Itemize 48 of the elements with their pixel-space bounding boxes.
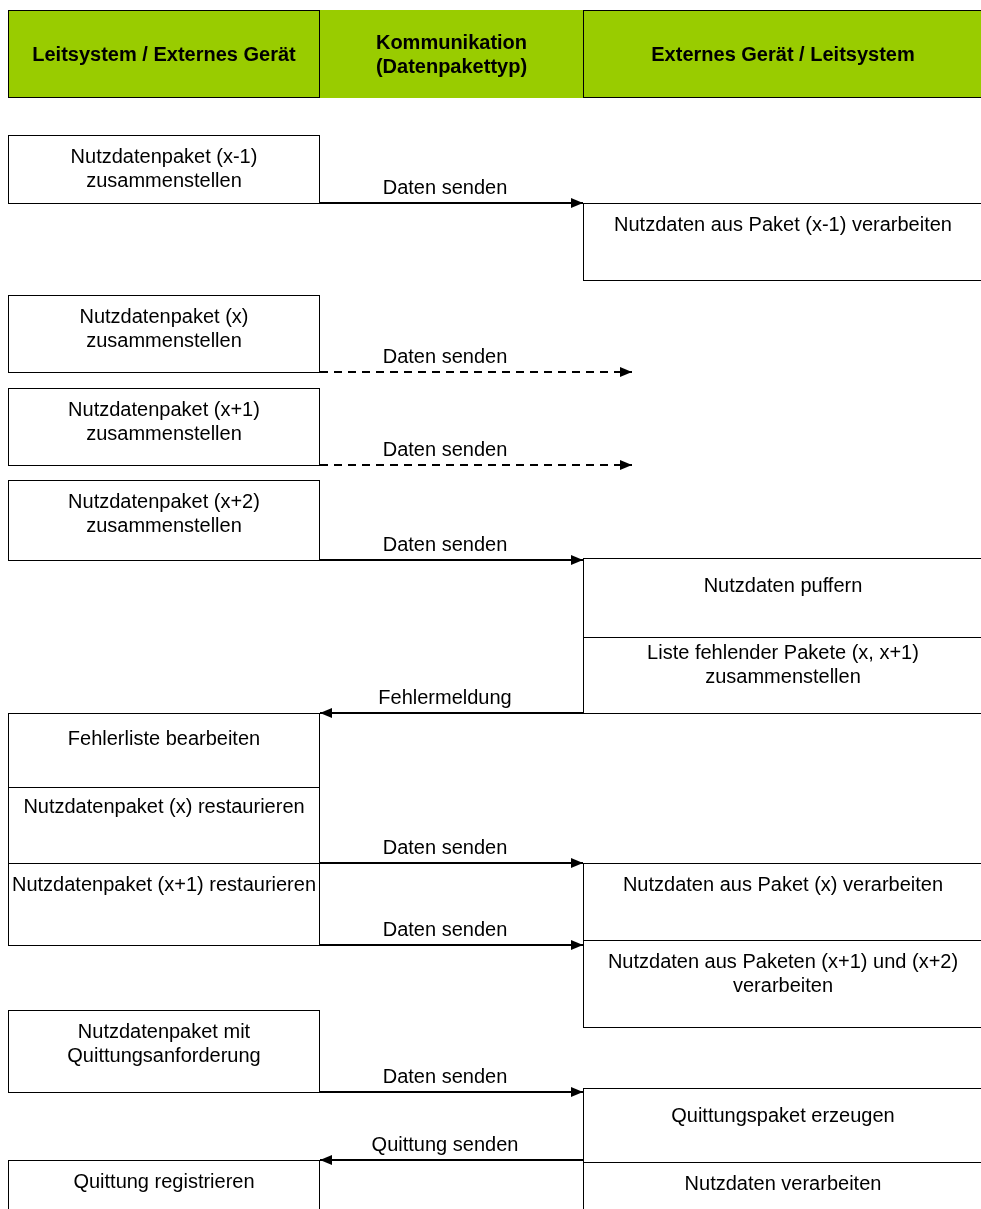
process-box (8, 787, 320, 864)
process-box (583, 558, 981, 638)
box-text: Nutzdatenpaket (x) zusammenstellen (78, 304, 250, 352)
column-header (320, 10, 583, 98)
process-box (8, 480, 320, 561)
process-box (8, 1010, 320, 1093)
box-text: Liste fehlender Pakete (x, x+1) zusammenstellen (646, 640, 920, 688)
edge-label: Fehlermeldung (376, 686, 514, 708)
process-box (8, 388, 320, 466)
box-text: Nutzdaten verarbeiten (684, 1171, 882, 1195)
arrow (319, 1087, 584, 1097)
arrow (319, 1155, 584, 1165)
box-text: Nutzdatenpaket (x-1) zusammenstellen (69, 144, 259, 192)
box-text: Nutzdaten puffern (703, 573, 863, 597)
process-box (8, 713, 320, 788)
column-header (583, 10, 981, 98)
box-text: Fehlerliste bearbeiten (67, 726, 261, 750)
box-text: Nutzdaten aus Paketen (x+1) und (x+2) verarbeiten (606, 949, 960, 997)
arrow (319, 555, 584, 565)
process-box (583, 940, 981, 1028)
arrow (319, 940, 584, 950)
process-box (8, 1160, 320, 1209)
process-box (583, 637, 981, 714)
box-text: Nutzdatenpaket mit Quittungsanforderung (66, 1019, 262, 1067)
process-box (8, 863, 320, 946)
box-text: Nutzdaten aus Paket (x-1) verarbeiten (614, 212, 952, 236)
process-box (583, 203, 981, 281)
column-header (8, 10, 320, 98)
box-text: Quittungspaket erzeugen (671, 1103, 895, 1127)
box-text: Kommunikation (Datenpakettyp) (374, 30, 529, 78)
box-text: Nutzdatenpaket (x+2) zusammenstellen (67, 489, 261, 537)
process-box (8, 295, 320, 373)
arrow (319, 858, 584, 868)
arrow (319, 460, 633, 470)
box-text: Nutzdaten aus Paket (x) verarbeiten (622, 872, 944, 896)
arrow (319, 708, 584, 718)
box-text: Leitsystem / Externes Gerät (32, 42, 296, 66)
edge-label: Quittung senden (369, 1133, 521, 1155)
box-text: Nutzdatenpaket (x+1) restaurieren (11, 872, 317, 896)
box-text: Quittung registrieren (73, 1169, 255, 1193)
process-box (583, 1088, 981, 1163)
arrow (319, 198, 584, 208)
box-text: Nutzdatenpaket (x+1) zusammenstellen (67, 397, 261, 445)
process-box (583, 863, 981, 941)
box-text: Externes Gerät / Leitsystem (651, 42, 915, 66)
process-box (8, 135, 320, 204)
box-text: Nutzdatenpaket (x) restaurieren (23, 794, 305, 818)
arrow (319, 367, 633, 377)
